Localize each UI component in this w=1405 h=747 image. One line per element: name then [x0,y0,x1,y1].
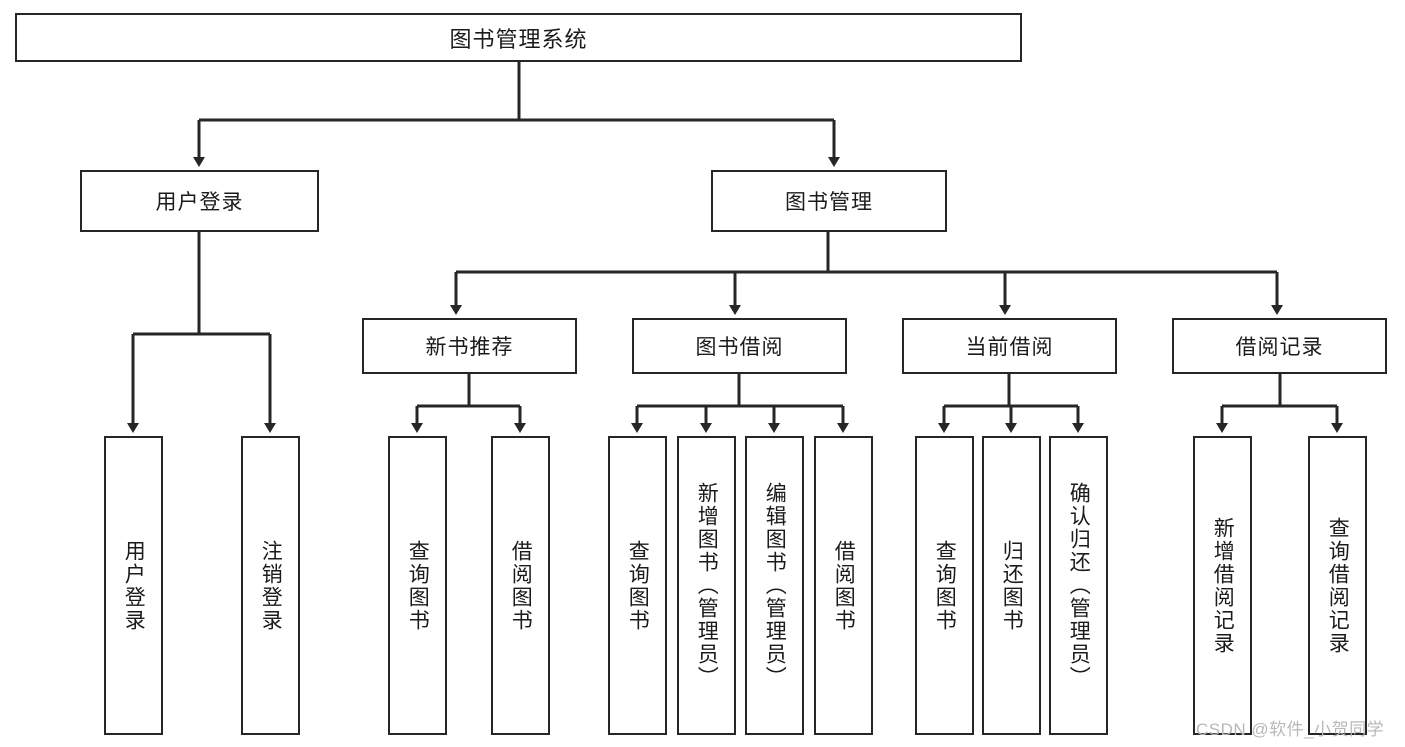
leaf-record-query-record[interactable]: 查询借阅记录 [1308,436,1367,735]
leaf-borrow-query-book[interactable]: 查询图书 [608,436,667,735]
leaf-newbook-query-book[interactable]: 查询图书 [388,436,447,735]
leaf-current-return-book[interactable]: 归还图书 [982,436,1041,735]
leaf-record-add-record[interactable]: 新增借阅记录 [1193,436,1252,735]
leaf-current-query-book[interactable]: 查询图书 [915,436,974,735]
leaf-borrow-borrow-book[interactable]: 借阅图书 [814,436,873,735]
csdn-watermark: CSDN @软件_小贺同学 [1196,720,1385,739]
leaf-borrow-edit-book-admin[interactable]: 编辑图书（管理员） [745,436,804,735]
node-user-login[interactable]: 用户登录 [80,170,319,232]
node-current-borrow[interactable]: 当前借阅 [902,318,1117,374]
leaf-borrow-add-book-admin[interactable]: 新增图书（管理员） [677,436,736,735]
leaf-newbook-borrow-book[interactable]: 借阅图书 [491,436,550,735]
node-book-management[interactable]: 图书管理 [711,170,947,232]
node-book-borrow[interactable]: 图书借阅 [632,318,847,374]
leaf-user-login[interactable]: 用户登录 [104,436,163,735]
leaf-user-logout[interactable]: 注销登录 [241,436,300,735]
node-new-book-recommend[interactable]: 新书推荐 [362,318,577,374]
leaf-current-confirm-return-admin[interactable]: 确认归还（管理员） [1049,436,1108,735]
node-borrow-record[interactable]: 借阅记录 [1172,318,1387,374]
node-root-system[interactable]: 图书管理系统 [15,13,1022,62]
